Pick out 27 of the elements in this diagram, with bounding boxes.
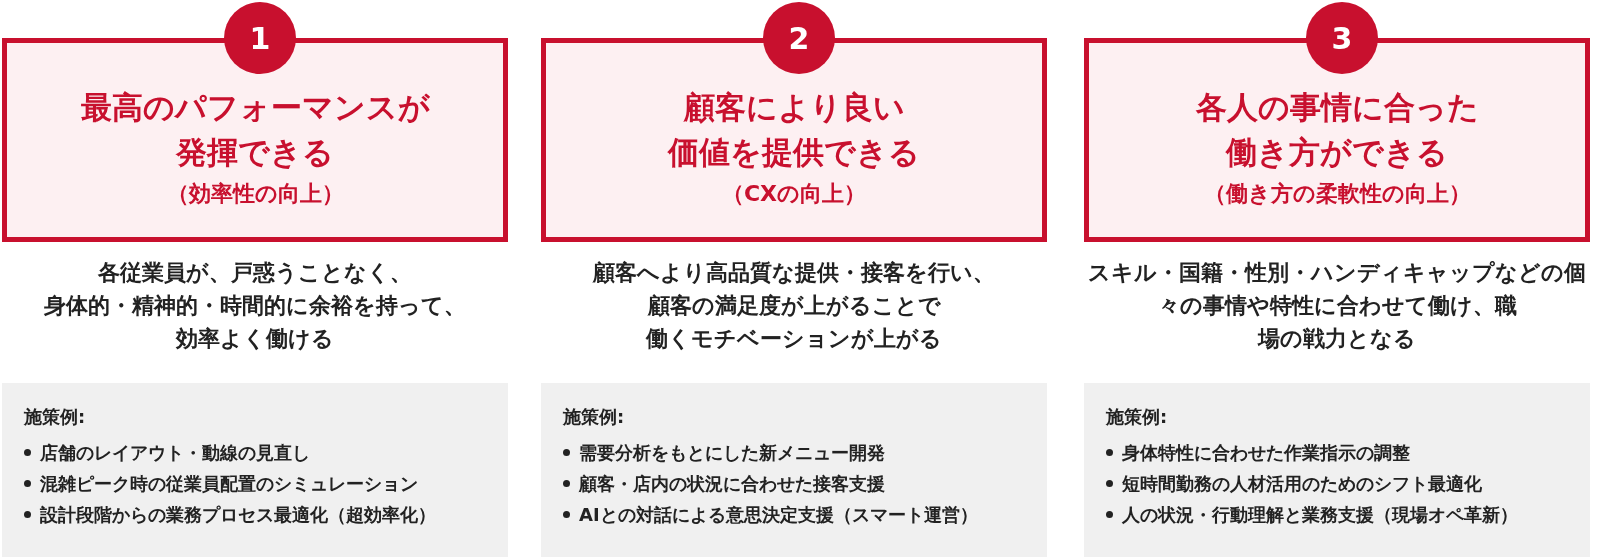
measures-panel: [1084, 383, 1590, 557]
number-circle: 2: [763, 2, 835, 74]
number-circle: 1: [224, 2, 296, 74]
title-text: 各人の事情に合った働き方ができる: [1195, 88, 1479, 172]
measures-panel: [541, 383, 1047, 557]
number-circle: 3: [1306, 2, 1378, 74]
title-text: 顧客により良い価値を提供できる: [668, 88, 920, 172]
description-text: 顧客へより高品質な提供・接客を行い、顧客の満足度が上がることで働くモチベーションが上がる: [593, 259, 995, 353]
title-text: 最高のパフォーマンスが発揮できる: [80, 88, 430, 172]
list-heading: 施策例:: [1106, 405, 1168, 429]
list-item: 需要分析をもとにした新メニュー開発: [579, 440, 885, 465]
description-text: スキル・国籍・性別・ハンディキャップなどの個々の事情や特性に合わせて働け、職場の戦力となる: [1088, 259, 1586, 353]
list-item: 身体特性に合わせた作業指示の調整: [1122, 440, 1410, 465]
list-item: 混雑ピーク時の従業員配置のシミュレーション: [40, 471, 418, 496]
list-item: 人の状況・行動理解と業務支援（現場オペ革新）: [1122, 502, 1518, 527]
list-heading: 施策例:: [563, 405, 625, 429]
description-text: 各従業員が、戸惑うことなく、身体的・精神的・時間的に余裕を持って、効率よく働ける: [44, 259, 466, 353]
list-item: 短時間勤務の人材活用のためのシフト最適化: [1122, 471, 1482, 496]
measures-panel: [2, 383, 508, 557]
subtitle-text: （CXの向上）: [721, 179, 867, 208]
subtitle-text: （効率性の向上）: [166, 179, 344, 208]
list-item: AIとの対話による意思決定支援（スマート運営）: [579, 502, 978, 527]
list-item: 顧客・店内の状況に合わせた接客支援: [579, 471, 885, 496]
subtitle-text: （働き方の柔軟性の向上）: [1203, 179, 1471, 208]
list-item: 設計段階からの業務プロセス最適化（超効率化）: [40, 502, 436, 527]
list-item: 店舗のレイアウト・動線の見直し: [40, 440, 310, 465]
list-heading: 施策例:: [24, 405, 86, 429]
